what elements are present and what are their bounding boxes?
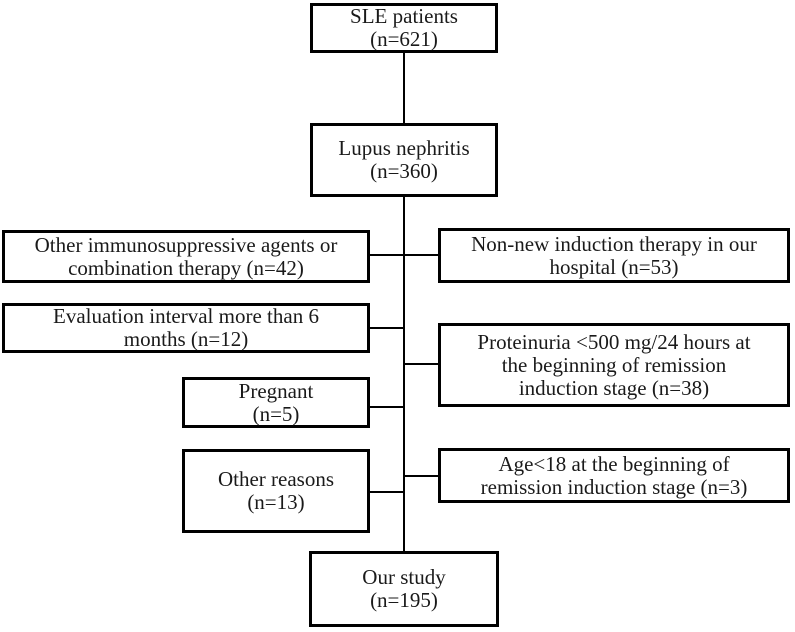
connector-sle-to-lupus: [403, 52, 405, 124]
node-pregnant-label: Pregnant (n=5): [238, 378, 314, 426]
connector-pregnant-branch: [368, 406, 405, 408]
connector-evaluation-branch: [368, 327, 405, 329]
connector-age-branch: [403, 475, 440, 477]
node-our-study: Our study (n=195): [309, 551, 499, 627]
node-sle-patients: SLE patients (n=621): [310, 3, 498, 53]
connector-lupus-to-study: [403, 196, 405, 552]
node-lupus-nephritis-label: Lupus nephritis (n=360): [338, 136, 470, 183]
node-sle-patients-label: SLE patients (n=621): [350, 4, 458, 51]
node-other-immunosuppressive: Other immunosuppressive agents or combin…: [2, 230, 370, 283]
connector-proteinuria-branch: [403, 363, 440, 365]
node-proteinuria: Proteinuria <500 mg/24 hours at the begi…: [438, 323, 790, 407]
node-other-reasons: Other reasons (n=13): [182, 449, 370, 533]
connector-exclusion-row1: [368, 254, 440, 256]
connector-other-reasons-branch: [368, 491, 405, 493]
node-age-under-18: Age<18 at the beginning of remission ind…: [438, 448, 790, 503]
node-non-new-induction: Non-new induction therapy in our hospita…: [438, 228, 790, 283]
node-evaluation-interval-label: Evaluation interval more than 6 months (…: [53, 304, 319, 351]
node-pregnant: Pregnant (n=5): [182, 377, 370, 428]
node-our-study-label: Our study (n=195): [362, 565, 446, 612]
node-other-immunosuppressive-label: Other immunosuppressive agents or combin…: [34, 232, 338, 280]
node-non-new-induction-label: Non-new induction therapy in our hospita…: [471, 231, 757, 279]
node-other-reasons-label: Other reasons (n=13): [217, 467, 335, 514]
node-proteinuria-label: Proteinuria <500 mg/24 hours at the begi…: [477, 329, 751, 400]
node-evaluation-interval: Evaluation interval more than 6 months (…: [2, 303, 370, 353]
node-age-under-18-label: Age<18 at the beginning of remission ind…: [480, 451, 748, 499]
node-lupus-nephritis: Lupus nephritis (n=360): [310, 123, 498, 197]
